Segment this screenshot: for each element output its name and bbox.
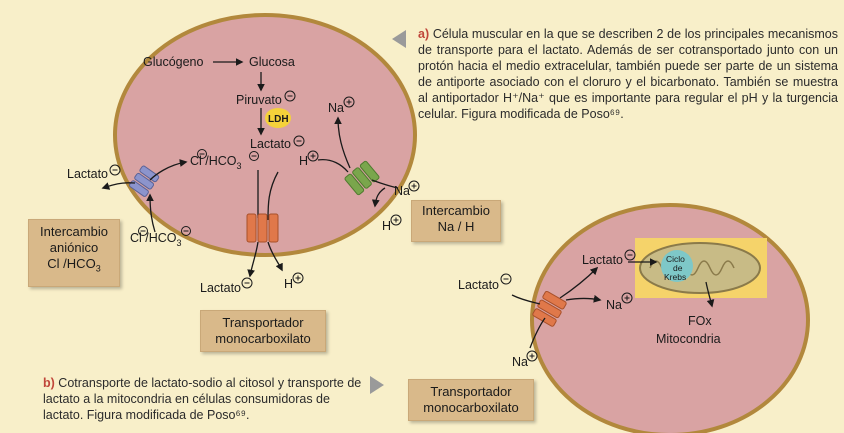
- lactato-out-left-label: Lactato: [67, 167, 108, 181]
- caption-b-tag: b): [43, 376, 55, 390]
- krebs-cycle: [661, 250, 693, 282]
- monocarboxylate-transporter-a: [246, 213, 279, 243]
- krebs-label: Krebs: [664, 272, 686, 282]
- fox-label: FOx: [688, 314, 712, 328]
- mitocondria-label: Mitocondria: [656, 332, 721, 346]
- piruvato-charge: [284, 90, 296, 102]
- transportador-monocarboxilato-b-box: Transportador monocarboxilato: [408, 379, 534, 421]
- ldh-enzyme: [265, 108, 291, 128]
- h-out-bottom-label: H: [284, 277, 293, 291]
- cl-hco3-extracellular-label: Cl /HCO3: [130, 231, 182, 248]
- na-h-exchanger: [344, 160, 380, 196]
- na-extracellular-b-label: Na: [512, 355, 528, 369]
- intercambio-na-h-box: Intercambio Na / H: [411, 200, 501, 242]
- de-label: de: [673, 263, 683, 273]
- caption-b-pointer-icon: [370, 376, 384, 394]
- lactato-intracellular-label: Lactato: [250, 137, 291, 151]
- caption-a-text: Célula muscular en la que se describen 2…: [418, 27, 838, 121]
- mitochondrion: [639, 242, 761, 294]
- muscle-cell-a: [113, 13, 417, 257]
- caption-a-pointer-icon: [392, 30, 406, 48]
- na-intracellular-label: Na: [328, 101, 344, 115]
- h-extracellular-right-label: H: [382, 219, 391, 233]
- ciclo-label: Ciclo: [666, 254, 685, 264]
- ldh-label: LDH: [268, 114, 289, 125]
- transportador-monocarboxilato-a-box: Transportador monocarboxilato: [200, 310, 326, 352]
- glucosa-label: Glucosa: [249, 55, 295, 69]
- glucogeno-label: Glucógeno: [143, 55, 204, 69]
- lactato-out-bottom-label: Lactato: [200, 281, 241, 295]
- cl-hco3-intracellular-label: Cl /HCO3: [190, 154, 242, 171]
- caption-a: a) Célula muscular en la que se describe…: [418, 26, 838, 122]
- caption-a-tag: a): [418, 27, 430, 41]
- h-intracellular-label: H: [299, 154, 308, 168]
- anion-exchanger: [129, 165, 160, 197]
- na-extracellular-label: Na: [394, 184, 410, 198]
- caption-b: b) Cotransporte de lactato-sodio al cito…: [43, 375, 363, 423]
- intercambio-anionico-box: Intercambio aniónico Cl /HCO3: [28, 219, 120, 287]
- lactato-intracellular-b-label: Lactato: [582, 253, 623, 267]
- na-intracellular-b-label: Na: [606, 298, 622, 312]
- caption-b-text: Cotransporte de lactato-sodio al citosol…: [43, 376, 362, 422]
- lactato-extracellular-b-label: Lactato: [458, 278, 499, 292]
- piruvato-label: Piruvato: [236, 93, 282, 107]
